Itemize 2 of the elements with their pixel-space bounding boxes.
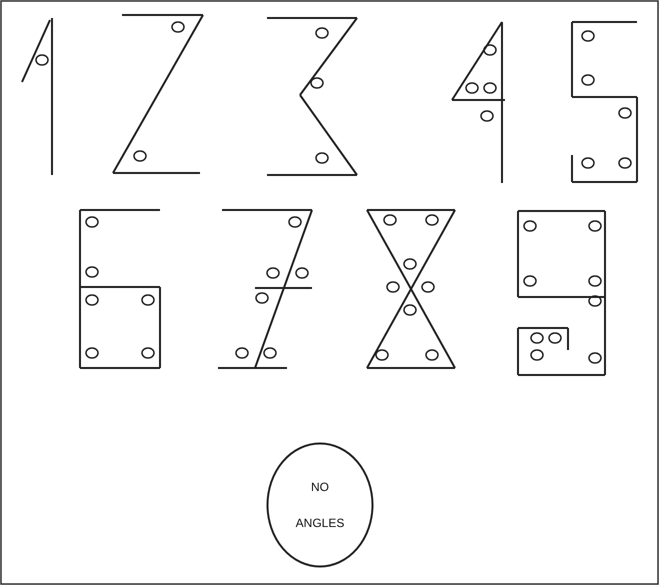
oval-node	[266, 442, 374, 568]
oval-label: NO ANGLES	[294, 479, 346, 532]
